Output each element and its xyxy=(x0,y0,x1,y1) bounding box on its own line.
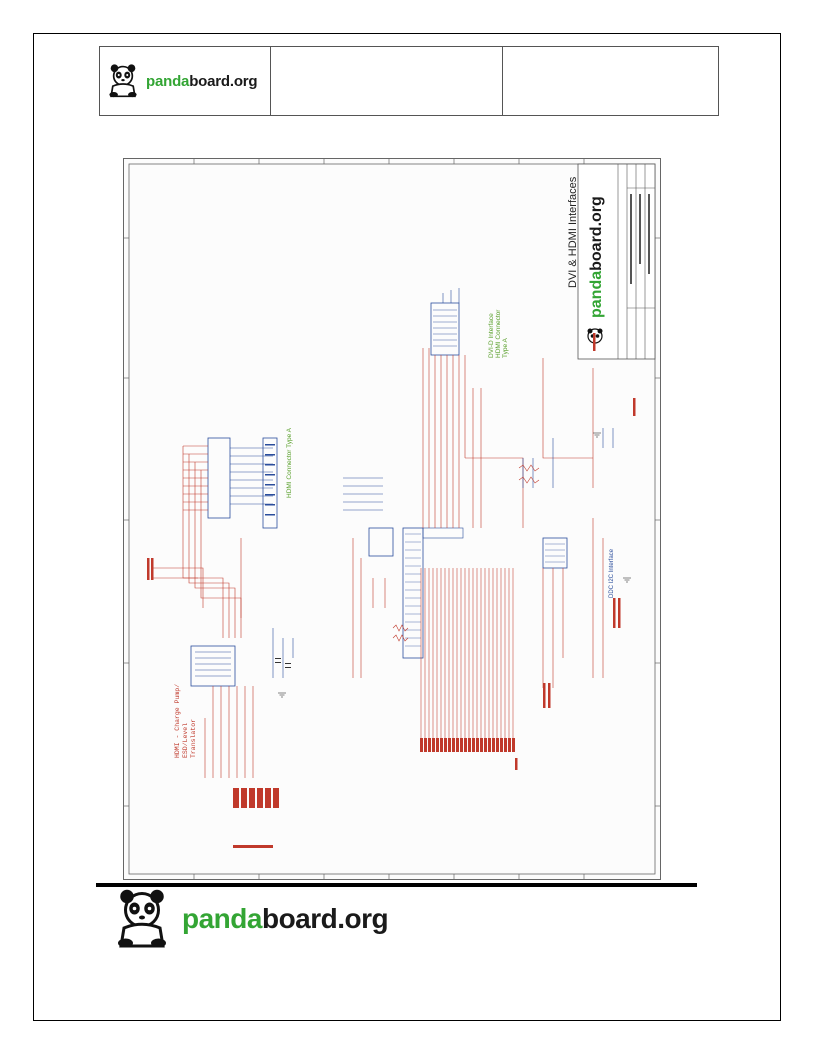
omap-ic-block xyxy=(402,527,464,659)
omap-net-labels xyxy=(420,738,515,752)
ddc-components xyxy=(518,428,614,688)
sheet-logo-board: board.org xyxy=(588,196,605,271)
footer-logo: pandaboard.org xyxy=(112,888,389,950)
sheet-title-block: pandaboard.org xyxy=(577,163,656,360)
ground-symbols xyxy=(278,432,631,698)
zone-ticks xyxy=(123,158,661,880)
svg-text:HDMI Connector Type A: HDMI Connector Type A xyxy=(286,427,293,498)
svg-text:DDC I2C Interface: DDC I2C Interface xyxy=(609,548,615,598)
ddc-interface-label: DDC I2C Interface xyxy=(609,548,615,598)
header-brand-panda: panda xyxy=(146,72,190,90)
page-border xyxy=(33,33,781,1021)
hdmi-signal-wires xyxy=(153,446,242,638)
omap-bus-wires xyxy=(420,568,514,738)
footer-brand-panda: panda xyxy=(182,903,262,934)
charge-pump-ic xyxy=(190,645,279,848)
header-right-cell xyxy=(503,47,718,115)
dvi-interface-label: DVI-D Interface HDMI Connector Type A xyxy=(488,308,509,358)
dvi-connector-component xyxy=(430,288,460,356)
header-brand-board: board.org xyxy=(189,72,258,90)
schematic-sheet: pandaboard.org DVI & HDMI Interfaces DVI… xyxy=(123,158,661,880)
scattered-net-labels xyxy=(147,333,636,770)
sheet-logo-panda: panda xyxy=(588,271,605,318)
hdmi-connector-label: HDMI Connector Type A xyxy=(286,427,293,498)
svg-text:DVI-D Interface HDMI Con: DVI-D Interface HDMI Connector Type A xyxy=(488,308,509,358)
svg-text:HDMI - Charge Pump/ ESD/: HDMI - Charge Pump/ ESD/Level Translator xyxy=(174,680,197,758)
charge-pump-label: HDMI - Charge Pump/ ESD/Level Translator xyxy=(174,680,197,758)
footer-brand-board: board.org xyxy=(261,903,389,934)
header-middle-cell xyxy=(271,47,503,115)
sheet-title: DVI & HDMI Interfaces xyxy=(567,176,579,288)
small-caps-group xyxy=(343,477,409,678)
panda-logo-icon xyxy=(109,64,137,98)
footer-rule xyxy=(96,883,697,887)
header-logo-cell: pandaboard.org xyxy=(100,47,271,115)
hdmi-header-block xyxy=(262,437,278,529)
header-title-block: pandaboard.org xyxy=(99,46,719,116)
footer-panda-logo-icon xyxy=(118,889,166,948)
svg-text:pandaboard.org: pandaboard.org xyxy=(588,196,605,318)
charge-pump-caps xyxy=(272,628,294,678)
